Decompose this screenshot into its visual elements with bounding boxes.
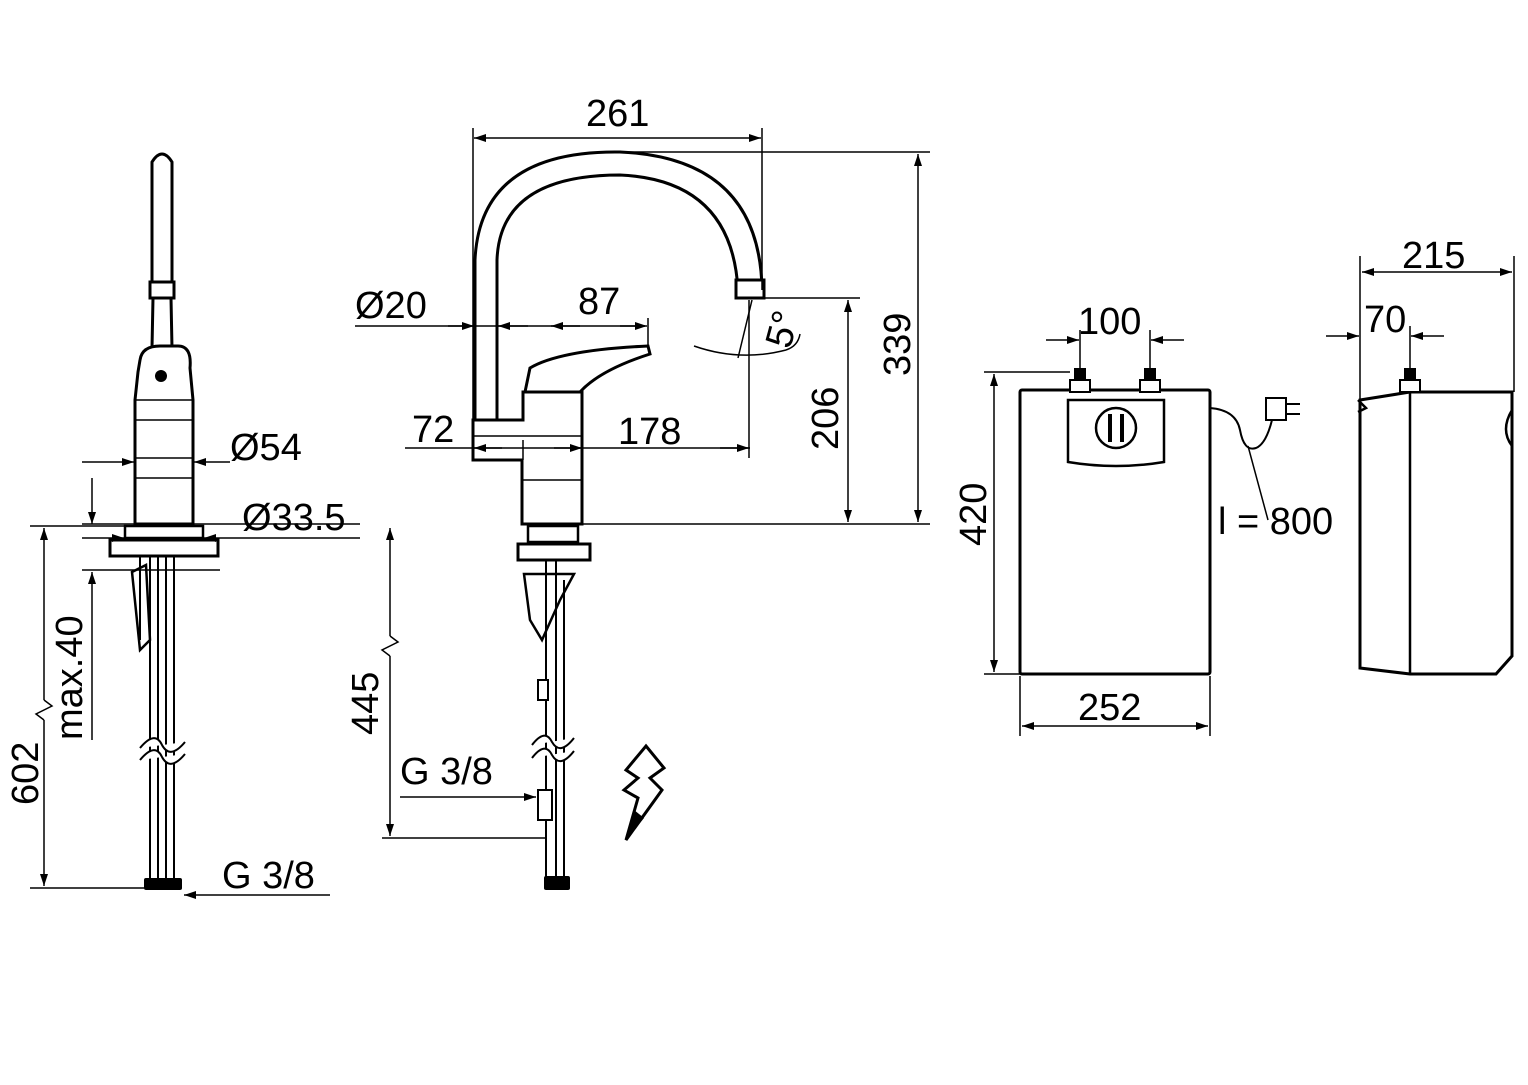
water-heater-front xyxy=(1018,368,1300,676)
side-view-dimensions: Ø54 Ø33.5 max.40 602 G 3/8 xyxy=(5,427,360,899)
dim-g38-mid: G 3/8 xyxy=(400,751,493,793)
heater-side-dimensions: 215 70 xyxy=(1326,235,1515,400)
lightning-bolt-icon xyxy=(621,743,667,841)
dim-261: 261 xyxy=(586,93,649,135)
dim-72: 72 xyxy=(412,409,454,451)
dim-5deg: 5° xyxy=(758,306,808,352)
dim-252: 252 xyxy=(1078,687,1141,729)
dim-dia54: Ø54 xyxy=(230,427,302,469)
dim-339: 339 xyxy=(877,313,919,376)
dim-445: 445 xyxy=(345,672,387,735)
dim-70: 70 xyxy=(1364,299,1406,341)
faucet-front-view xyxy=(471,150,766,890)
dim-g38-left: G 3/8 xyxy=(222,855,315,897)
power-plug-icon xyxy=(1265,397,1300,421)
dim-215: 215 xyxy=(1402,235,1465,277)
dim-dia20: Ø20 xyxy=(355,285,427,327)
dim-cable-length: l = 800 xyxy=(1218,501,1333,543)
front-view-dimensions: 261 339 206 Ø20 87 72 178 5 xyxy=(345,93,930,839)
dim-178: 178 xyxy=(618,411,681,453)
dim-602: 602 xyxy=(5,742,47,805)
dim-100: 100 xyxy=(1078,301,1141,343)
dim-420: 420 xyxy=(953,483,995,546)
dim-206: 206 xyxy=(805,387,847,450)
faucet-side-view xyxy=(108,152,220,890)
dim-87: 87 xyxy=(578,281,620,323)
water-heater-side xyxy=(1357,368,1514,676)
dim-max40: max.40 xyxy=(49,615,91,740)
dim-dia33-5: Ø33.5 xyxy=(242,497,346,539)
heater-front-dimensions: 100 420 252 l = 800 xyxy=(953,301,1333,736)
